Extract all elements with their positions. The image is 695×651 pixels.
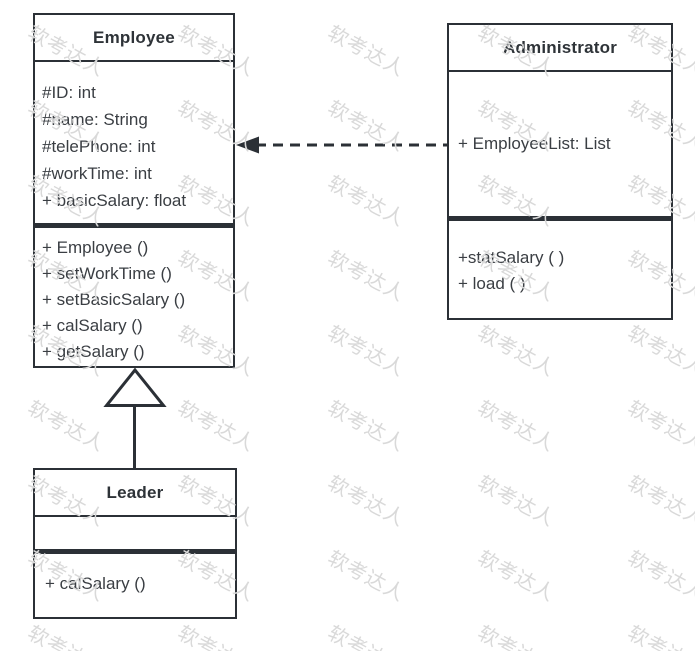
methods-compartment: +statSalary ( ) + load ( ) — [449, 221, 671, 297]
watermark-text: 软考达人 — [473, 617, 561, 651]
method: + load ( ) — [458, 274, 526, 293]
watermark-text: 软考达人 — [623, 617, 695, 651]
watermark-text: 软考达人 — [23, 617, 111, 651]
method: + calSalary () — [45, 574, 146, 593]
watermark-text: 软考达人 — [473, 472, 559, 532]
method: + getSalary () — [42, 342, 145, 361]
method: +statSalary ( ) — [458, 248, 565, 267]
class-box-administrator: Administrator + EmployeeList: List +stat… — [447, 23, 673, 320]
attribute: #telePhone: int — [42, 137, 156, 156]
attribute: + basicSalary: float — [42, 191, 187, 210]
class-name: Administrator — [449, 25, 671, 72]
methods-compartment: + Employee () + setWorkTime () + setBasi… — [35, 228, 233, 365]
watermark-text: 软考达人 — [623, 547, 695, 607]
watermark-text: 软考达人 — [623, 472, 695, 532]
class-name: Employee — [35, 15, 233, 62]
watermark-text: 软考达人 — [623, 397, 695, 457]
watermark-text: 软考达人 — [473, 547, 559, 607]
class-box-employee: Employee #ID: int #name: String #telePho… — [33, 13, 235, 368]
watermark-text: 软考达人 — [323, 172, 409, 232]
method: + Employee () — [42, 238, 149, 257]
methods-compartment: + calSalary () — [35, 554, 235, 597]
hollow-triangle-icon — [103, 367, 167, 407]
attributes-compartment: #ID: int #name: String #telePhone: int #… — [35, 62, 233, 228]
method: + setBasicSalary () — [42, 290, 186, 309]
watermark-text: 软考达人 — [323, 617, 411, 651]
watermark-text: 软考达人 — [23, 397, 109, 457]
attribute: #ID: int — [42, 83, 96, 102]
attribute: #workTime: int — [42, 164, 152, 183]
watermark-text: 软考达人 — [323, 22, 409, 82]
class-box-leader: Leader + calSalary () — [33, 468, 237, 619]
watermark-text: 软考达人 — [623, 322, 695, 382]
watermark-text: 软考达人 — [323, 547, 409, 607]
attribute: + EmployeeList: List — [458, 134, 611, 153]
method: + calSalary () — [42, 316, 143, 335]
watermark-text: 软考达人 — [323, 247, 409, 307]
watermark-text: 软考达人 — [173, 617, 261, 651]
class-name: Leader — [35, 470, 235, 517]
method: + setWorkTime () — [42, 264, 172, 283]
dependency-arrow — [236, 136, 447, 154]
attributes-compartment-empty — [35, 517, 235, 554]
watermark-text: 软考达人 — [173, 397, 259, 457]
watermark-text: 软考达人 — [323, 472, 409, 532]
filled-arrowhead-icon — [236, 136, 259, 154]
watermark-text: 软考达人 — [323, 322, 409, 382]
watermark-text: 软考达人 — [473, 322, 559, 382]
watermark-text: 软考达人 — [323, 97, 409, 157]
generalization-arrow — [103, 367, 167, 469]
watermark-text: 软考达人 — [323, 397, 409, 457]
attribute: #name: String — [42, 110, 148, 129]
attributes-compartment: + EmployeeList: List — [449, 72, 671, 221]
watermark-text: 软考达人 — [473, 397, 559, 457]
